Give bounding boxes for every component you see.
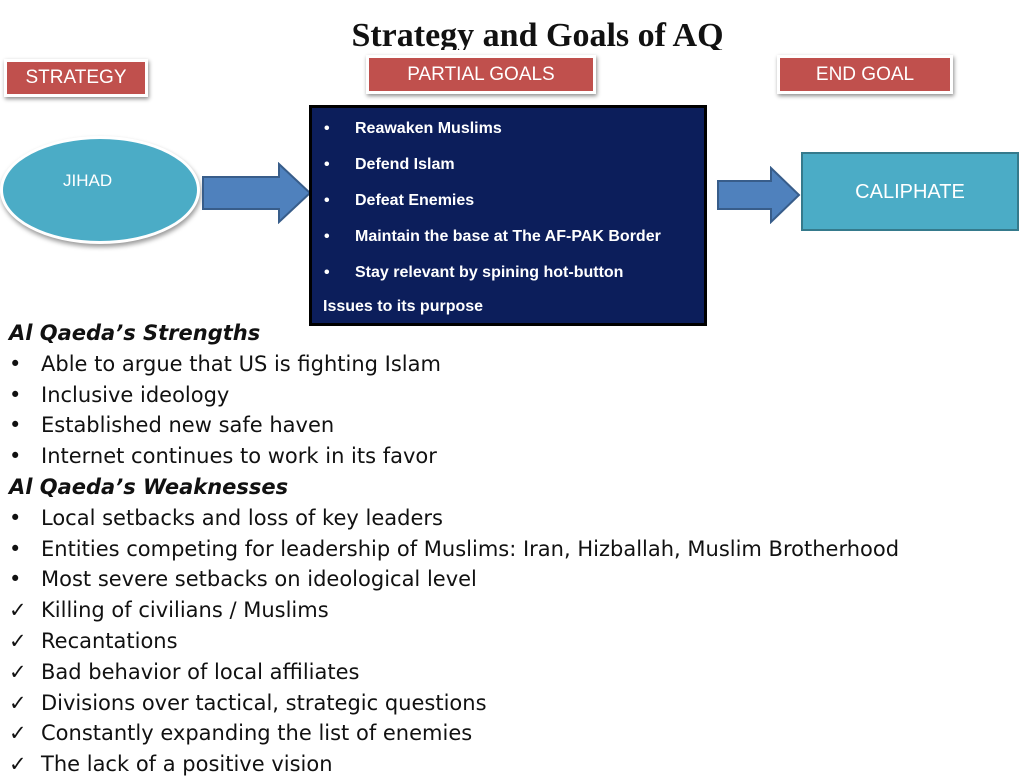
strengths-weaknesses-list: Al Qaeda’s Strengths •Able to argue that… <box>9 318 1019 780</box>
bullet-icon: • <box>9 413 22 438</box>
end-goal-label-text: END GOAL <box>815 63 915 85</box>
checked-list-item: ✓Divisions over tactical, strategic ques… <box>9 688 1019 719</box>
strengths-heading: Al Qaeda’s Strengths <box>9 321 261 345</box>
check-icon: ✓ <box>9 721 27 746</box>
checked-list-item: ✓The lack of a positive vision <box>9 749 1019 780</box>
list-item: •Entities competing for leadership of Mu… <box>9 534 1019 565</box>
partial-goal-item: •Stay relevant by spining hot-button <box>312 262 661 298</box>
partial-goals-label: PARTIAL GOALS <box>366 55 596 94</box>
bullet-icon: • <box>324 192 330 209</box>
right-arrow-icon <box>202 162 312 224</box>
check-icon: ✓ <box>9 752 27 777</box>
check-icon: ✓ <box>9 598 27 623</box>
partial-goals-list: •Reawaken Muslims •Defend Islam •Defeat … <box>312 118 661 298</box>
list-item: •Established new safe haven <box>9 410 1019 441</box>
partial-goal-continuation: Issues to its purpose <box>323 298 484 315</box>
partial-goals-label-text: PARTIAL GOALS <box>407 63 555 85</box>
partial-goal-item: •Maintain the base at The AF-PAK Border <box>312 226 661 262</box>
list-item: •Most severe setbacks on ideological lev… <box>9 564 1019 595</box>
checked-list-item: ✓Recantations <box>9 626 1019 657</box>
bullet-icon: • <box>9 382 22 407</box>
bullet-icon: • <box>9 536 22 561</box>
list-item: •Inclusive ideology <box>9 380 1019 411</box>
end-goal-label: END GOAL <box>777 55 953 94</box>
checked-list-item: ✓Constantly expanding the list of enemie… <box>9 718 1019 749</box>
list-item: •Able to argue that US is fighting Islam <box>9 349 1019 380</box>
list-item: •Internet continues to work in its favor <box>9 441 1019 472</box>
partial-goal-item: •Defend Islam <box>312 154 661 190</box>
caliphate-node-text: CALIPHATE <box>855 181 965 203</box>
bullet-icon: • <box>324 156 330 173</box>
bullet-icon: • <box>324 228 330 245</box>
jihad-node: JIHAD <box>0 136 200 244</box>
bullet-icon: • <box>9 567 22 592</box>
check-icon: ✓ <box>9 659 27 684</box>
check-icon: ✓ <box>9 690 27 715</box>
slide-title: Strategy and Goals of AQ <box>351 17 724 50</box>
jihad-node-text: JIHAD <box>63 171 113 190</box>
bullet-icon: • <box>324 264 330 281</box>
bullet-icon: • <box>324 120 330 137</box>
check-icon: ✓ <box>9 628 27 653</box>
bullet-icon: • <box>9 444 22 469</box>
list-item: •Local setbacks and loss of key leaders <box>9 503 1019 534</box>
bullet-icon: • <box>9 505 22 530</box>
partial-goal-item: •Defeat Enemies <box>312 190 661 226</box>
weaknesses-heading: Al Qaeda’s Weaknesses <box>9 474 289 499</box>
strategy-label-text: STRATEGY <box>25 67 127 88</box>
partial-goal-item: •Reawaken Muslims <box>312 118 661 154</box>
bullet-icon: • <box>9 351 22 376</box>
strategy-label: STRATEGY <box>4 59 148 97</box>
caliphate-node: CALIPHATE <box>801 152 1019 231</box>
checked-list-item: ✓Bad behavior of local affiliates <box>9 657 1019 688</box>
right-arrow-icon <box>717 166 801 224</box>
checked-list-item: ✓Killing of civilians / Muslims <box>9 595 1019 626</box>
partial-goals-box: •Reawaken Muslims •Defend Islam •Defeat … <box>309 105 707 326</box>
